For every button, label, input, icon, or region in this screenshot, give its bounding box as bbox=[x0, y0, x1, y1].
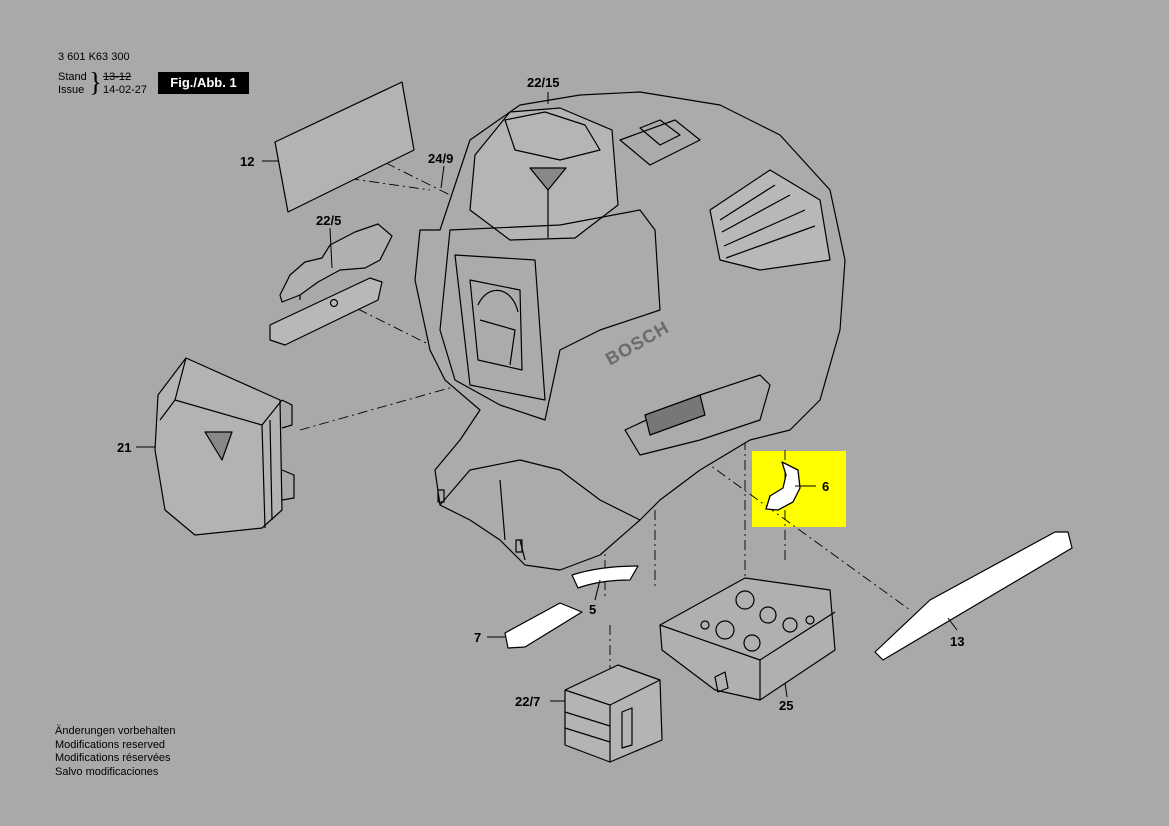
issue-label: Issue bbox=[58, 84, 85, 96]
modification-notes: Änderungen vorbehalten Modifications res… bbox=[55, 725, 175, 779]
callout-22-7: 22/7 bbox=[515, 694, 541, 709]
figure-badge: Fig./Abb. 1 bbox=[158, 72, 249, 94]
stand-label: Stand bbox=[58, 71, 87, 83]
note-line: Modifications réservées bbox=[55, 752, 171, 764]
part-21-lens-cover bbox=[154, 357, 295, 536]
callout-leaders bbox=[136, 92, 958, 702]
brace-glyph: } bbox=[89, 67, 102, 97]
callout-21: 21 bbox=[117, 440, 132, 455]
part-12-window bbox=[274, 81, 415, 213]
callout-13: 13 bbox=[950, 634, 965, 649]
part-5-plate bbox=[571, 565, 639, 589]
part-7-strip bbox=[504, 602, 583, 649]
note-line: Salvo modificaciones bbox=[55, 765, 159, 778]
callout-7: 7 bbox=[474, 630, 482, 645]
part-6-clip bbox=[765, 461, 801, 511]
callout-6: 6 bbox=[822, 479, 830, 494]
callout-22-15: 22/15 bbox=[527, 75, 560, 90]
callout-25: 25 bbox=[779, 698, 794, 713]
part-22-5-bracket bbox=[269, 223, 393, 346]
callout-24-9: 24/9 bbox=[428, 151, 454, 166]
stand-date: 13-12 bbox=[103, 71, 132, 83]
issue-date: 14-02-27 bbox=[103, 84, 148, 96]
part-13-wedge bbox=[874, 531, 1073, 661]
callout-22-5: 22/5 bbox=[316, 213, 342, 228]
callout-5: 5 bbox=[589, 602, 597, 617]
note-line: Änderungen vorbehalten bbox=[55, 725, 176, 737]
callout-12: 12 bbox=[240, 154, 255, 169]
part-22-7-block bbox=[564, 664, 663, 763]
laser-level-body bbox=[414, 91, 846, 571]
document-number: 3 601 K63 300 bbox=[58, 51, 130, 63]
part-25-base bbox=[659, 577, 836, 701]
note-line: Modifications reserved bbox=[55, 738, 166, 751]
